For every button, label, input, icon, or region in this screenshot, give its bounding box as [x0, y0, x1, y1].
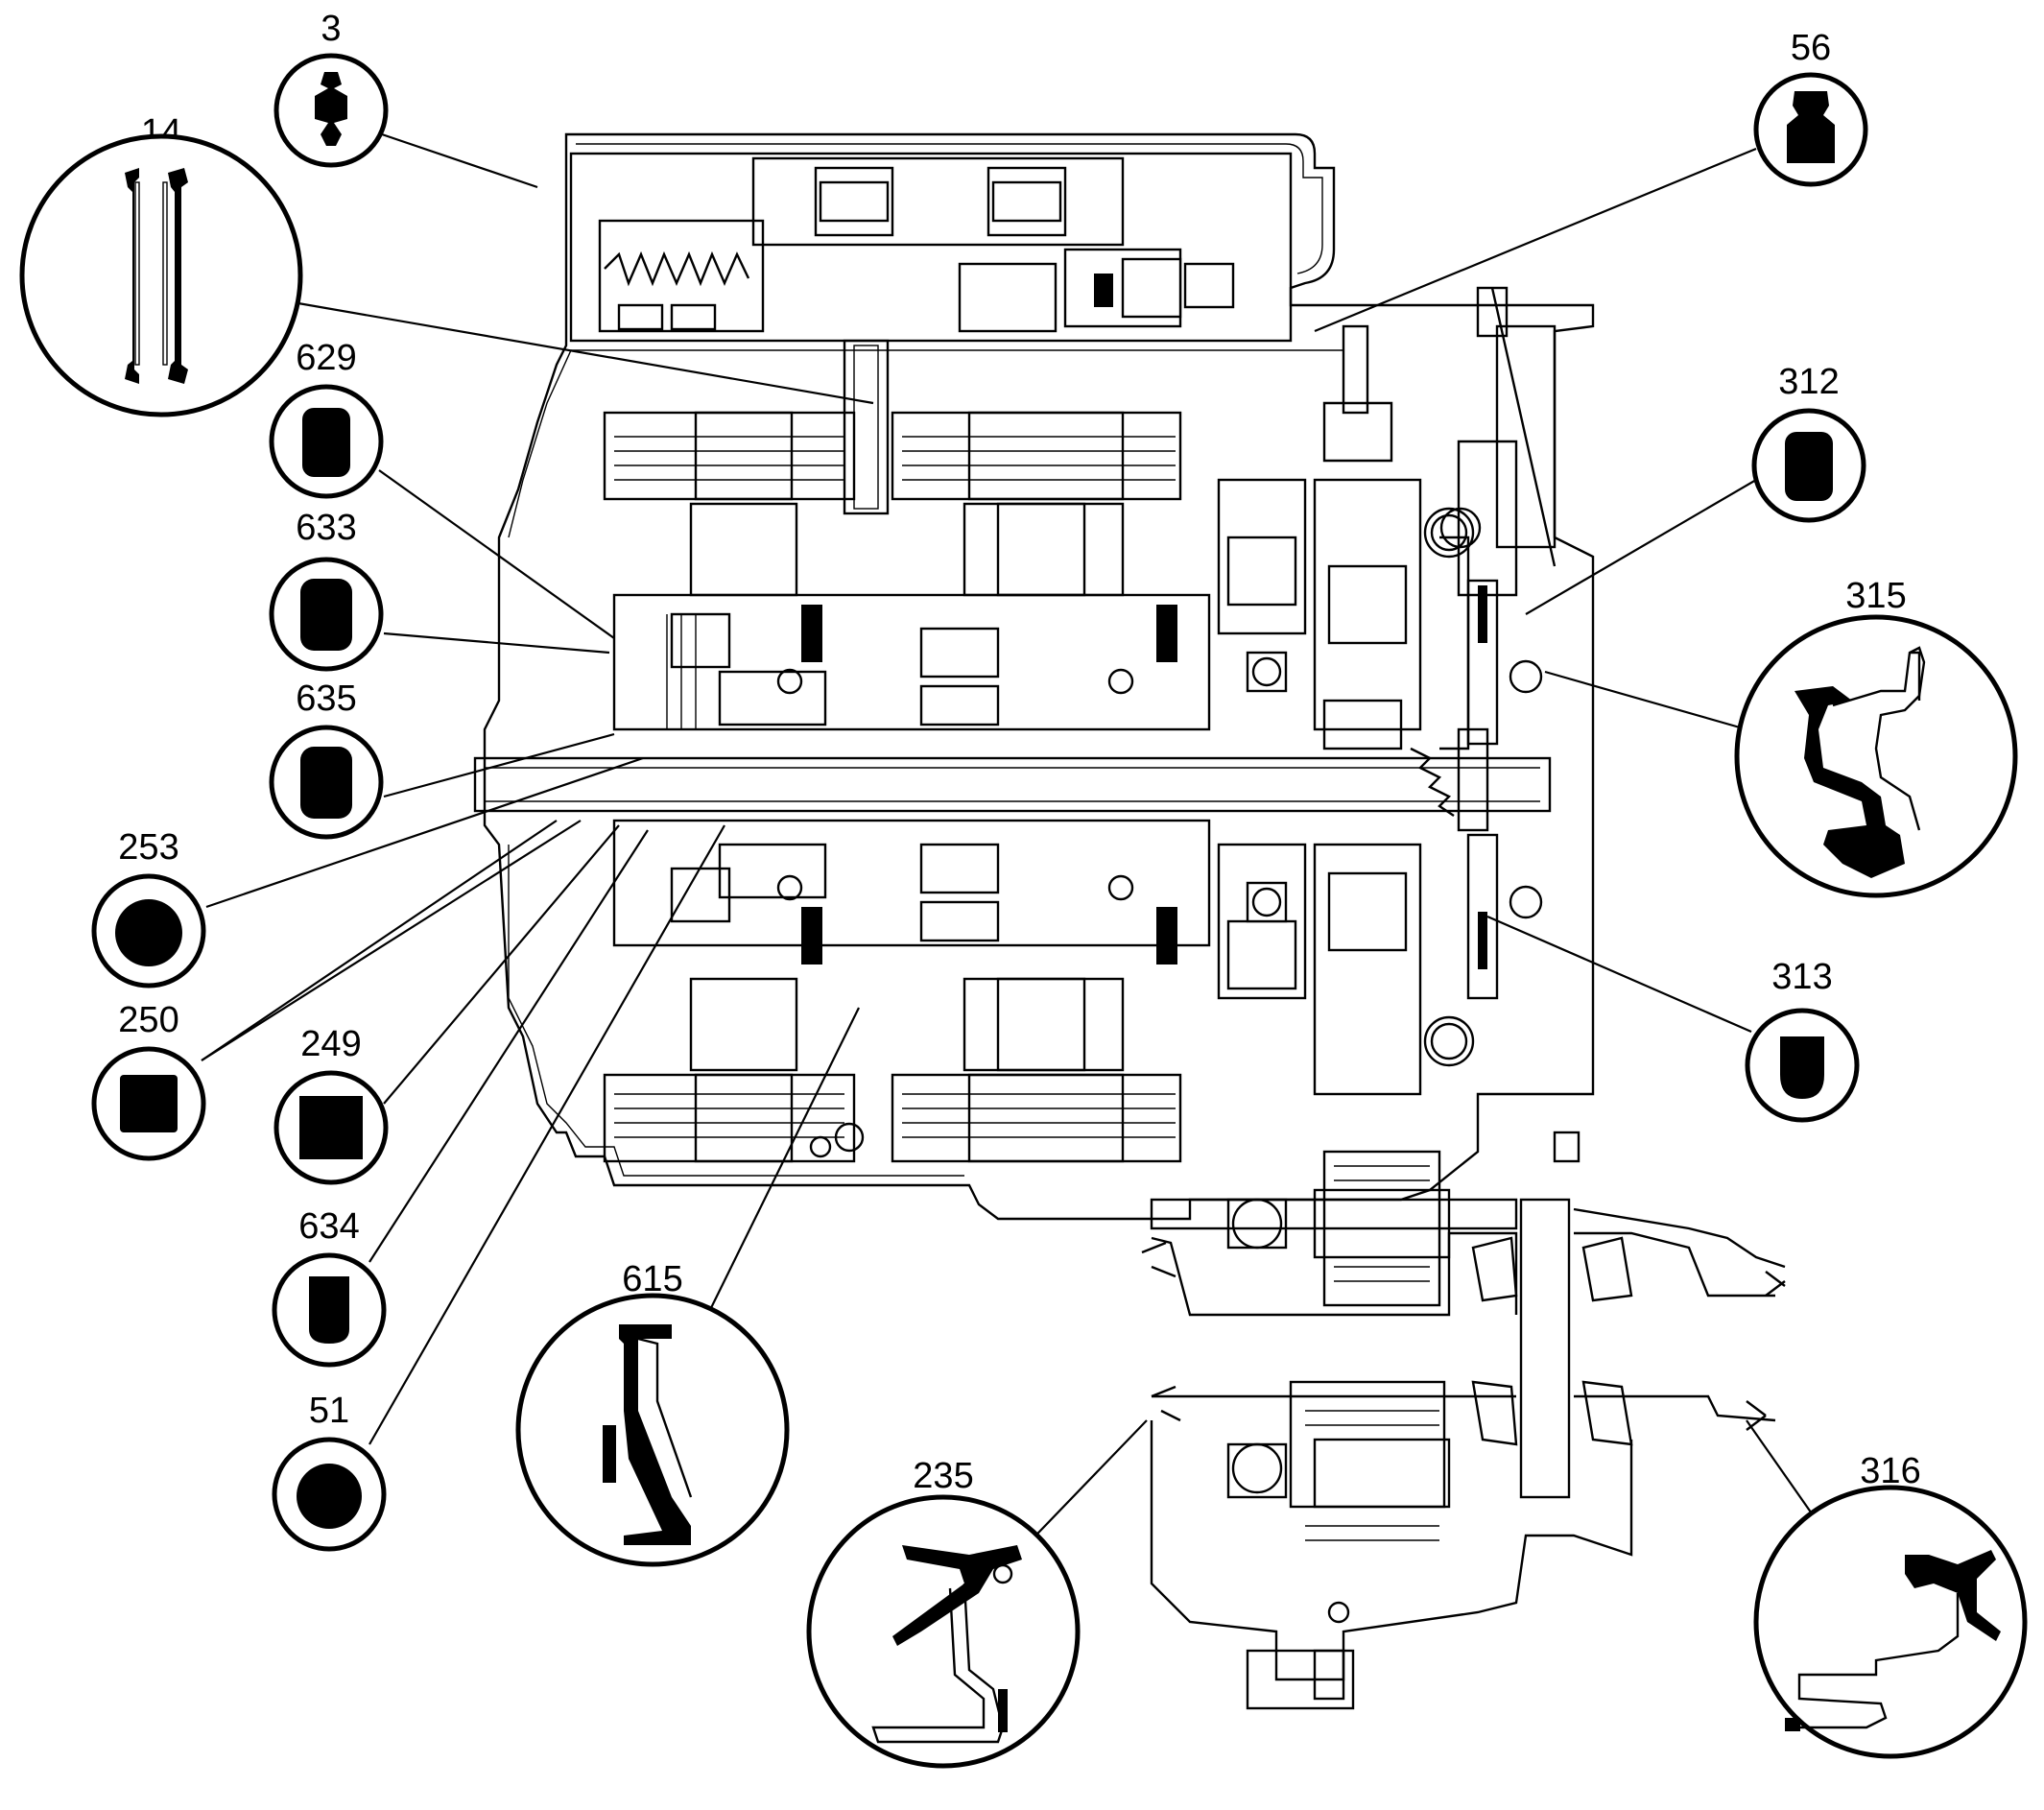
- callout-label: 235: [913, 1456, 973, 1496]
- differential-assembly: [1150, 1150, 1786, 1710]
- callout-235: 235: [806, 1456, 1081, 1769]
- callout-253: 253: [91, 827, 206, 988]
- callout-label: 250: [118, 1000, 178, 1040]
- upper-clutch-packs: [603, 411, 1182, 597]
- callout-label: 315: [1845, 576, 1906, 616]
- callout-label: 253: [118, 827, 178, 868]
- callout-249: 249: [273, 1024, 389, 1185]
- callout-313: 313: [1745, 957, 1860, 1123]
- callout-label: 51: [309, 1391, 349, 1431]
- callout-label: 634: [298, 1206, 359, 1247]
- callout-312: 312: [1751, 362, 1866, 523]
- callout-label: 249: [300, 1024, 361, 1064]
- callout-label: 316: [1860, 1451, 1920, 1491]
- callout-615: 615: [515, 1259, 790, 1567]
- callout-51: 51: [272, 1391, 387, 1552]
- callout-633: 633: [269, 508, 384, 672]
- transmission-cross-section: [473, 132, 1786, 1710]
- main-shaft: [473, 727, 1552, 832]
- callout-label: 3: [321, 9, 341, 49]
- callout-316: 316: [1753, 1451, 2028, 1759]
- callout-634: 634: [272, 1206, 387, 1368]
- callout-14: 14: [19, 112, 303, 417]
- callout-56: 56: [1753, 28, 1868, 187]
- leader-lines: [201, 132, 1815, 1556]
- callout-label: 633: [296, 508, 356, 548]
- callout-250: 250: [91, 1000, 206, 1161]
- callout-label: 313: [1771, 957, 1832, 997]
- callout-label: 635: [296, 679, 356, 719]
- callout-635: 635: [269, 679, 384, 840]
- callout-label: 56: [1791, 28, 1831, 68]
- lower-clutch-packs: [603, 977, 1182, 1163]
- callout-629: 629: [269, 338, 384, 499]
- callout-3: 3: [273, 9, 389, 168]
- callout-label: 615: [622, 1259, 682, 1299]
- callout-label: 629: [296, 338, 356, 378]
- callout-315: 315: [1734, 576, 2018, 898]
- callout-label: 312: [1778, 362, 1839, 402]
